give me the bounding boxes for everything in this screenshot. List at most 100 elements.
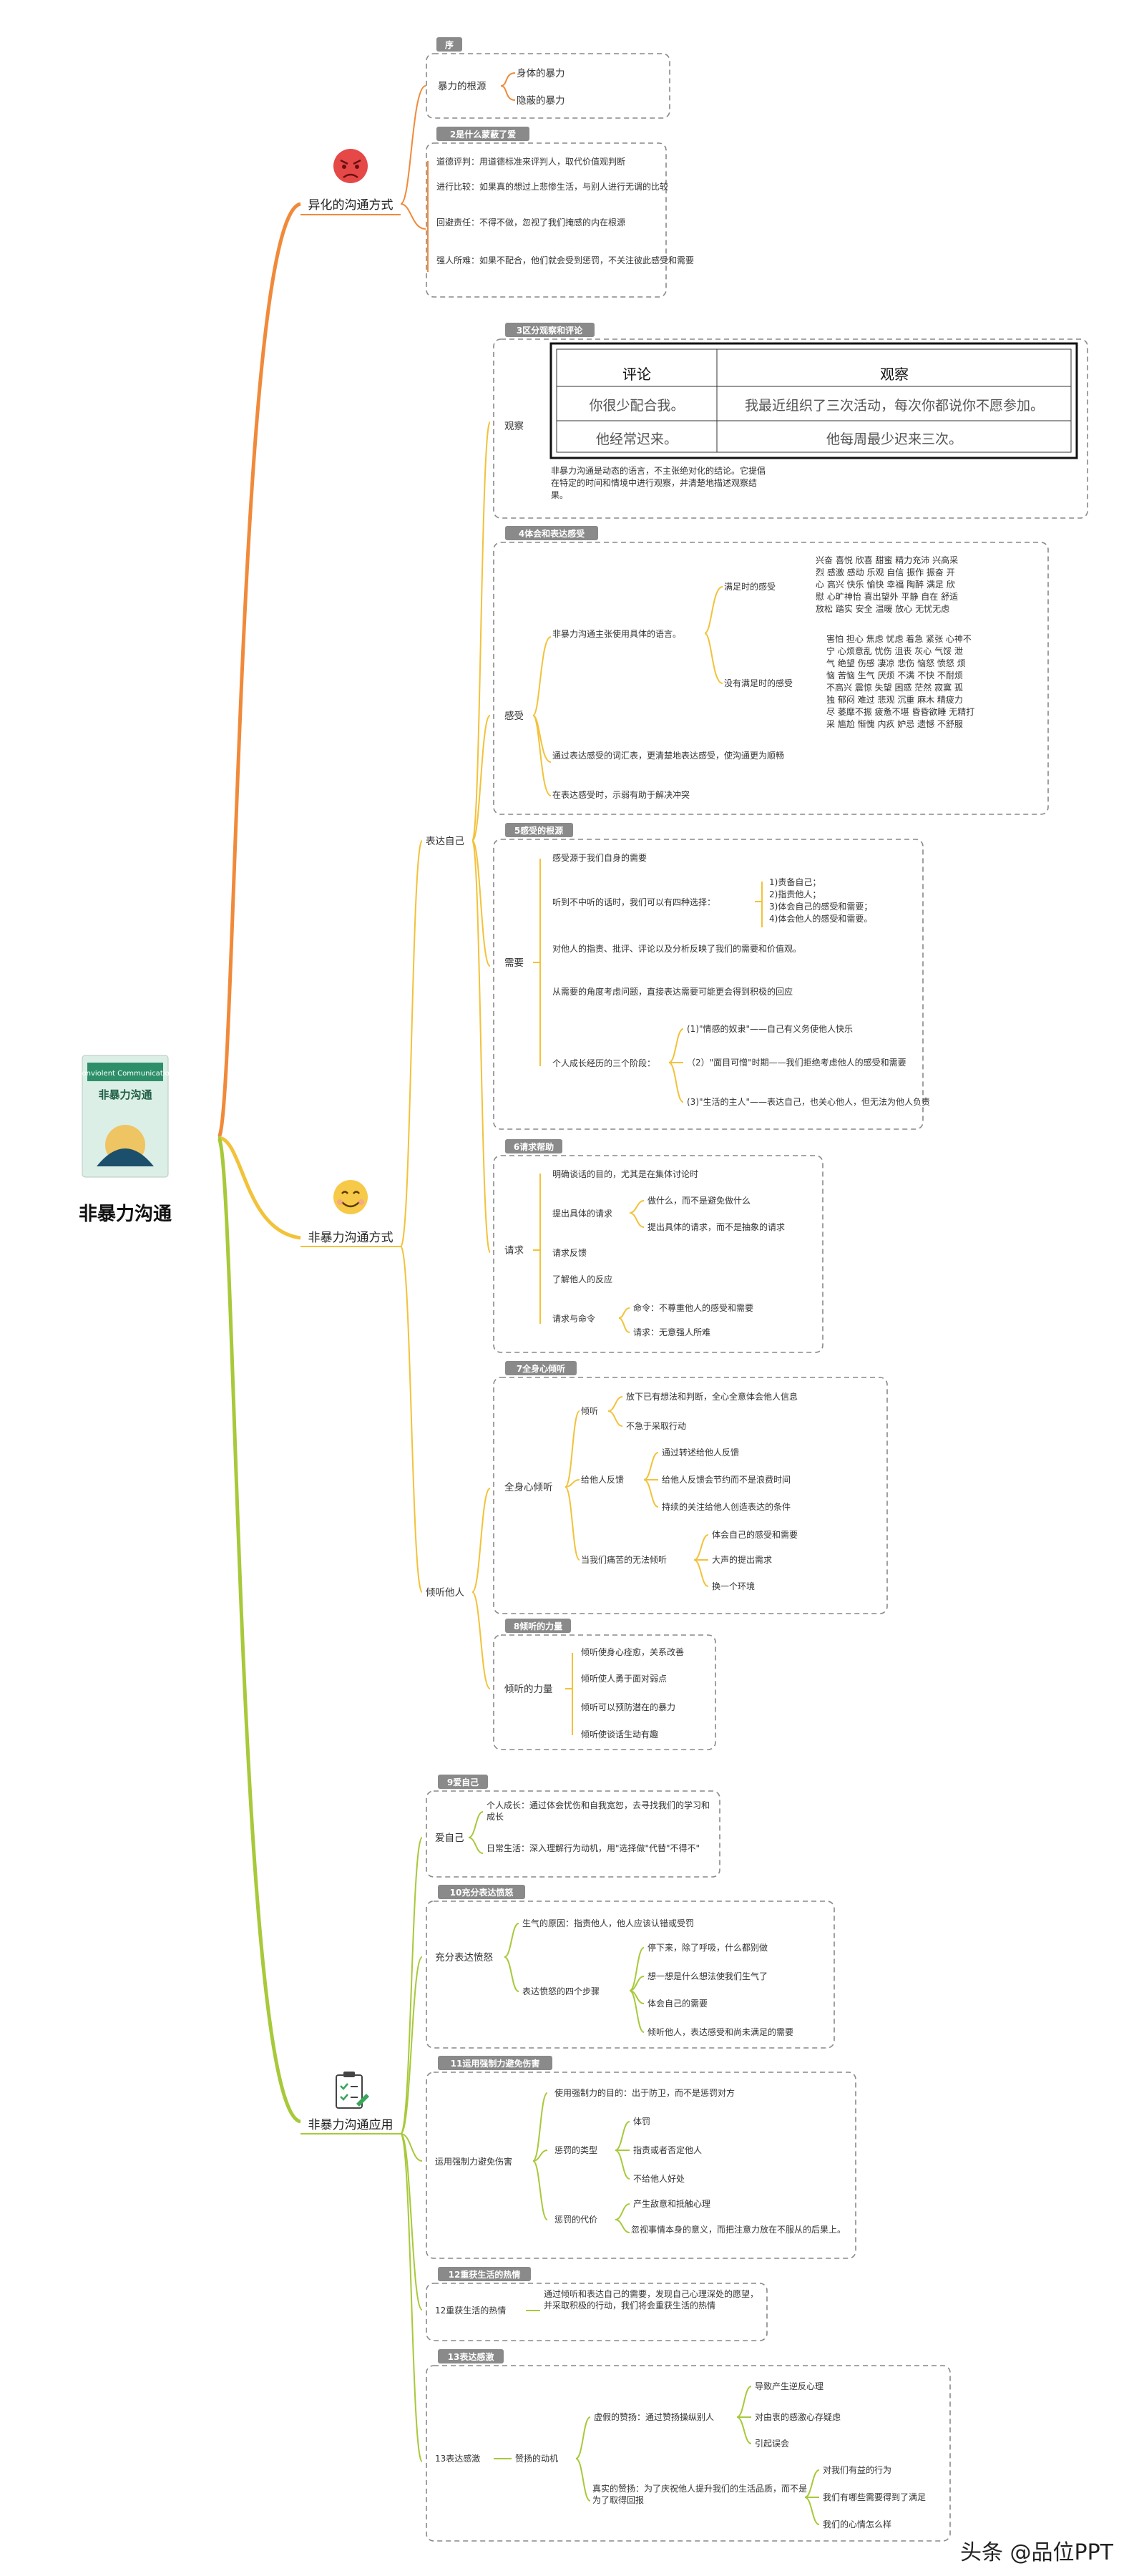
section-tag-7 bbox=[505, 1361, 577, 1375]
node-ignore-meaning: 忽视事情本身的意义，而把注意力放在不服从的后果上。 bbox=[631, 2225, 846, 2235]
met-words-line: 烈 感激 感动 乐观 自信 振作 振奋 开 bbox=[816, 567, 955, 577]
section-tag-1-label: 序 bbox=[445, 39, 454, 50]
section-tag-10-label: 10充分表达愤怒 bbox=[450, 1887, 514, 1898]
comparison-table: 评论 观察 你很少配合我。 我最近组织了三次活动，每次你都说你不愿参加。 他经常… bbox=[549, 342, 1078, 459]
node-beneficial-behavior: 对我们有益的行为 bbox=[823, 2464, 891, 2475]
section-tag-3 bbox=[505, 323, 595, 337]
listening-power-item: 倾听使人勇于面对弱点 bbox=[581, 1673, 667, 1684]
met-words: 兴奋 喜悦 欣喜 甜蜜 精力充沛 兴高采 烈 感激 感动 乐观 自信 振作 振奋… bbox=[816, 555, 958, 614]
unmet-words-line: 不高兴 震惊 失望 困惑 茫然 寂寞 孤 bbox=[826, 682, 963, 693]
node-self-empathy: 体会自己的感受和需要 bbox=[712, 1529, 798, 1540]
listening-power-item: 倾听使谈话生动有趣 bbox=[581, 1729, 658, 1740]
section-tag-13 bbox=[438, 2349, 504, 2363]
section-tag-8-label: 8倾听的力量 bbox=[514, 1621, 562, 1631]
s7-c-links bbox=[693, 1534, 709, 1587]
node-hidden-violence: 隐蔽的暴力 bbox=[517, 95, 565, 107]
unmet-words: 害怕 担心 焦虑 忧虑 着急 紧张 心神不 宁 心烦意乱 忧伤 沮丧 灰心 气馁… bbox=[826, 633, 974, 729]
choice-item: 3)体会自己的感受和需要； bbox=[769, 901, 872, 912]
section-tag-1 bbox=[436, 37, 462, 52]
node-hostility: 产生敌意和抵触心理 bbox=[633, 2198, 710, 2209]
branch-alienated: 异化的沟通方式 bbox=[308, 198, 394, 213]
node-concrete-request: 提出具体的请求，而不是抽象的请求 bbox=[647, 1221, 785, 1232]
section-tag-9-label: 9爱自己 bbox=[447, 1777, 479, 1787]
section-tag-9 bbox=[438, 1775, 488, 1789]
node-needs-met: 我们有哪些需要得到了满足 bbox=[823, 2492, 926, 2502]
node-paraphrase: 通过转述给他人反馈 bbox=[662, 1447, 739, 1458]
node-full-listening: 全身心倾听 bbox=[504, 1481, 553, 1493]
section-box-5 bbox=[493, 839, 924, 1130]
met-words-line: 慰 心旷神怡 喜出望外 平静 自在 舒适 bbox=[816, 592, 958, 602]
anger-step: 想一想是什么想法使我们生气了 bbox=[647, 1971, 768, 1981]
unmet-words-line: 害怕 担心 焦虑 忧虑 着急 紧张 心神不 bbox=[826, 633, 972, 644]
section-tag-4 bbox=[505, 526, 598, 540]
section-tag-3-label: 3区分观察和评论 bbox=[517, 325, 583, 336]
s10-step-links bbox=[629, 1947, 645, 2033]
met-words-line: 兴奋 喜悦 欣喜 甜蜜 精力充沛 兴高采 bbox=[816, 555, 958, 565]
node-express-self: 表达自己 bbox=[426, 836, 464, 847]
node-cannot-listen: 当我们痛苦的无法倾听 bbox=[581, 1554, 667, 1565]
s5-choice-bracket bbox=[755, 882, 763, 927]
s4-links bbox=[532, 636, 552, 796]
node-express-needs: 从需要的角度考虑问题，直接表达需要可能更会得到积极的回应 bbox=[552, 986, 793, 997]
s6-bracket bbox=[533, 1174, 541, 1324]
node-gratitude: 13表达感激 bbox=[435, 2453, 480, 2464]
book-cover-image: Nonviolent Communication 非暴力沟通 bbox=[77, 1055, 174, 1178]
listening-power-item: 倾听使身心痊愈，关系改善 bbox=[581, 1646, 684, 1657]
section-box-12 bbox=[426, 2283, 768, 2341]
node-anger-steps: 表达愤怒的四个步骤 bbox=[522, 1986, 600, 1996]
section-tag-2-label: 2是什么蒙蔽了爱 bbox=[450, 129, 516, 140]
node-judgment-reflects-needs: 对他人的指责、批评、评论以及分析反映了我们的需要和价值观。 bbox=[552, 943, 801, 954]
s13-b-links bbox=[804, 2469, 820, 2525]
anger-step: 体会自己的需要 bbox=[647, 1998, 708, 2009]
section-box-6 bbox=[493, 1155, 823, 1353]
s6-sub-links bbox=[629, 1200, 645, 1228]
node-misunderstanding: 引起误会 bbox=[755, 2439, 789, 2449]
listening-power-item: 倾听可以预防潜在的暴力 bbox=[581, 1702, 675, 1712]
observe-description: 非暴力沟通是动态的语言，不主张绝对化的结论。它提倡在特定的时间和情境中进行观察，… bbox=[551, 466, 766, 500]
b2-link-express bbox=[400, 840, 423, 1247]
branch-nonviolent: 非暴力沟通方式 bbox=[308, 1231, 394, 1245]
section-tag-8 bbox=[505, 1619, 571, 1633]
node-force-others: 强人所难：如果不配合，他们就会受到惩罚，不关注彼此感受和需要 bbox=[436, 255, 694, 265]
node-voice-need: 大声的提出需求 bbox=[712, 1554, 772, 1565]
node-regain-passion-desc: 通过倾听和表达自己的需要，发现自己心理深处的愿望，并采取积极的行动，我们将会重获… bbox=[544, 2289, 758, 2311]
choice-item: 1)责备自己； bbox=[769, 877, 821, 887]
book-cover-title: 非暴力沟通 bbox=[98, 1088, 152, 1101]
node-express-anger: 充分表达愤怒 bbox=[435, 1952, 493, 1963]
node-feeling-vocabulary: 通过表达感受的词汇表，更清楚地表达感受，使沟通更为顺畅 bbox=[552, 750, 784, 761]
section-tag-5-label: 5感受的根源 bbox=[514, 825, 563, 836]
checklist-icon bbox=[336, 2072, 369, 2109]
unmet-words-line: 恼 苦恼 生气 厌烦 不满 不快 不耐烦 bbox=[826, 670, 963, 680]
section-box-8 bbox=[493, 1634, 716, 1750]
met-words-line: 心 高兴 快乐 愉快 幸福 陶醉 满足 欣 bbox=[816, 579, 955, 590]
node-withhold: 不给他人好处 bbox=[633, 2174, 685, 2184]
node-personal-growth: 个人成长：通过体会忧伤和自我宽恕，去寻找我们的学习和成长 bbox=[487, 1800, 710, 1822]
s8-bracket bbox=[565, 1653, 573, 1735]
met-words-line: 放松 踏实 安全 温暖 放心 无忧无虑 bbox=[816, 603, 949, 614]
section-tag-12 bbox=[438, 2267, 531, 2281]
s11-links bbox=[532, 2092, 548, 2220]
node-listen: 倾听 bbox=[581, 1406, 598, 1416]
unmet-words-line: 独 郁闷 难过 悲观 沉重 麻木 精疲力 bbox=[826, 694, 963, 705]
stage-item: (3)"生活的主人"——表达自己，也关心他人，但无法为他人负责 bbox=[687, 1096, 930, 1107]
node-anger-cause: 生气的原因：指责他人，他人应该认错或受罚 bbox=[522, 1918, 694, 1928]
node-do-what: 做什么，而不是避免做什么 bbox=[647, 1195, 751, 1206]
node-give-feedback: 给他人反馈 bbox=[581, 1475, 624, 1485]
s11-c-links bbox=[615, 2203, 630, 2233]
section-tag-2 bbox=[436, 127, 529, 141]
node-request-def: 请求：无意强人所难 bbox=[633, 1327, 710, 1337]
node-ask-feedback: 请求反馈 bbox=[552, 1248, 587, 1258]
s7-b-links bbox=[643, 1452, 659, 1508]
branch-application: 非暴力沟通应用 bbox=[308, 2118, 394, 2132]
node-use-force: 运用强制力避免伤害 bbox=[435, 2156, 512, 2167]
node-request: 请求 bbox=[504, 1245, 524, 1257]
node-listen-others: 倾听他人 bbox=[426, 1587, 464, 1599]
express-links bbox=[471, 421, 491, 1253]
b2-link-listen bbox=[400, 1246, 423, 1593]
section-tag-7-label: 7全身心倾听 bbox=[517, 1363, 565, 1374]
anger-step: 停下来，除了呼吸，什么都别做 bbox=[647, 1942, 768, 1953]
section-tag-6-label: 6请求帮助 bbox=[514, 1141, 554, 1152]
node-specific-request: 提出具体的请求 bbox=[552, 1208, 612, 1219]
s7-a-links bbox=[607, 1396, 623, 1427]
